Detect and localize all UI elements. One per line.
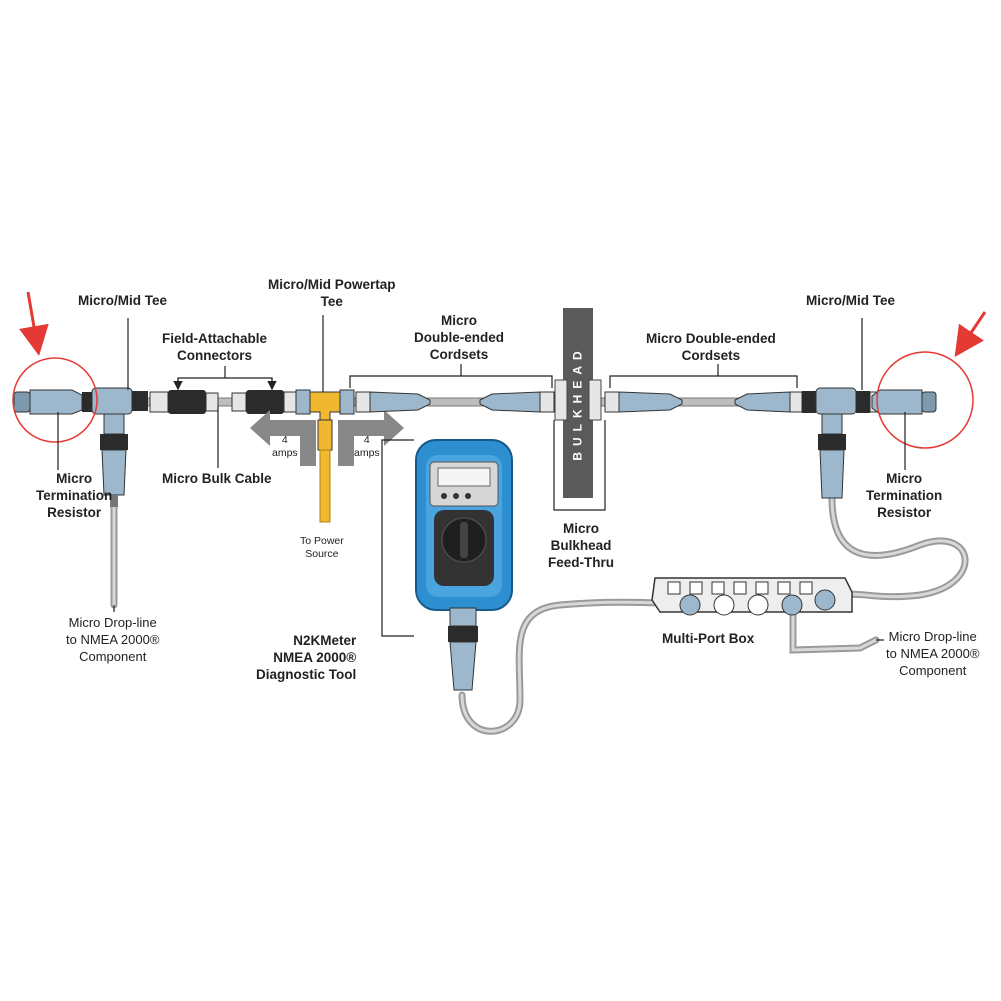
dropline-end-left [110,495,118,507]
field-attachable-connectors [149,390,297,414]
drop-cables-inner [112,496,967,733]
termination-resistor-right [869,389,937,415]
powertap-tee [295,389,355,523]
label-mid-tee-right: Micro/Mid Tee [806,293,896,308]
multi-port-box [651,577,853,616]
red-arrow-right [954,311,987,357]
label-multiport: Multi-Port Box [662,631,755,646]
double-ended-cordset-1 [355,391,555,413]
amps-arrow-left [250,410,316,466]
label-amps-left: 4 amps [272,434,298,459]
label-bulkhead-feed: Micro Bulkhead Feed-Thru [548,521,614,570]
label-double-ended-2: Micro Double-ended Cordsets [646,331,776,363]
micro-mid-tee-right [802,387,870,499]
red-arrow-left [19,291,49,356]
label-n2kmeter: N2KMeter NMEA 2000® Diagnostic Tool [256,633,357,682]
label-amps-right: 4 amps [354,434,380,459]
label-double-ended-1: Micro Double-ended Cordsets [414,313,504,362]
field-attachable-arrows [173,378,277,391]
highlight-circle-left [12,357,98,443]
label-powertap: Micro/Mid Powertap Tee [268,277,396,309]
bulkhead-plate-label: BULKHEAD [571,345,585,461]
label-termination-left: Micro Termination Resistor [36,471,113,520]
label-termination-right: Micro Termination Resistor [866,471,943,520]
label-dropline-right: Micro Drop-line to NMEA 2000® Component [886,629,980,678]
label-bulk-cable: Micro Bulk Cable [162,471,272,486]
label-field-attachable: Field-Attachable Connectors [162,331,268,363]
callout-lines [57,315,906,637]
bulkhead-plate [554,308,602,498]
termination-resistor-left [13,389,92,415]
micro-mid-tee-left [91,387,148,496]
amps-arrow-right [338,410,404,466]
highlight-circle-right [876,351,974,449]
double-ended-cordset-2 [604,391,803,413]
label-dropline-left: Micro Drop-line to NMEA 2000® Component [66,615,160,664]
label-power-source: To Power Source [300,535,344,560]
label-mid-tee-left: Micro/Mid Tee [78,293,168,308]
n2kmeter-device [415,439,513,691]
